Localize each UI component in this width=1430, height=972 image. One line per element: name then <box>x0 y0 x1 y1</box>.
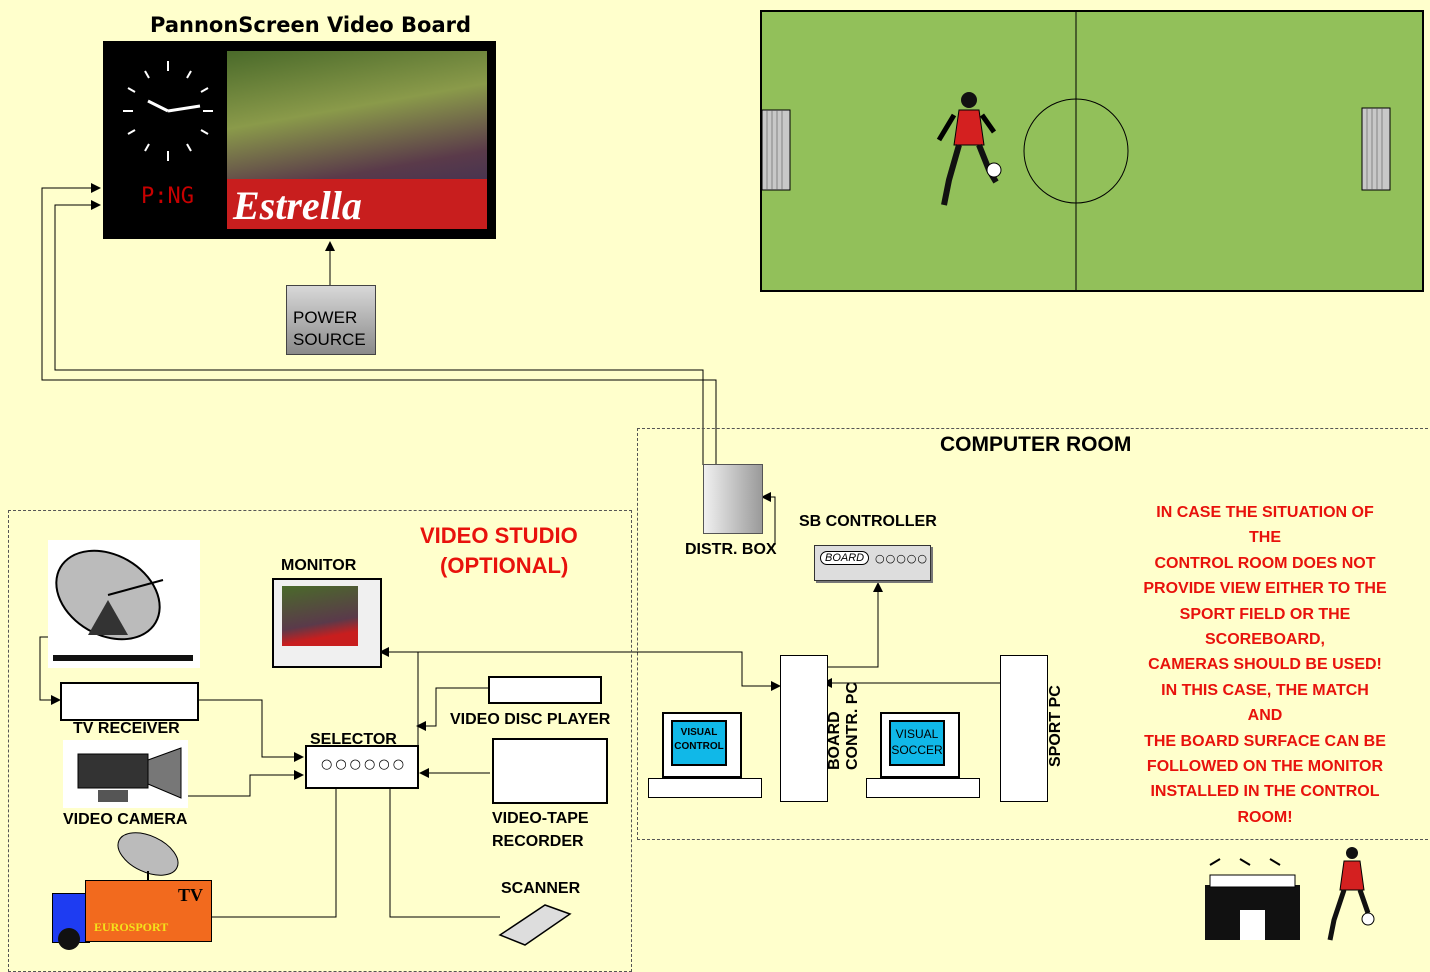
sb-controller-label: SB CONTROLLER <box>799 513 937 530</box>
monitor-label: MONITOR <box>281 557 357 574</box>
computer-room-region <box>637 428 1428 840</box>
distr-to-board-line-1 <box>54 200 704 465</box>
board-digits: P:NG <box>141 184 194 209</box>
notice-line: CONTROL ROOM DOES NOT <box>1154 554 1376 572</box>
visual-control-monitor: VISUAL CONTROL <box>662 712 742 778</box>
tv-receiver <box>60 682 199 721</box>
video-camera-icon <box>63 740 188 808</box>
video-disc-player <box>488 676 602 704</box>
selector-to-board-pc-line <box>418 651 781 691</box>
scanner-to-selector-line <box>389 787 500 918</box>
distribution-box <box>703 464 763 534</box>
board-title: PannonScreen Video Board <box>150 13 472 37</box>
computer-room-label: COMPUTER ROOM <box>940 433 1132 456</box>
sb-controller: BOARD ○○○○○ <box>814 545 931 581</box>
board-pc-label: BOARD CONTR. PC <box>826 682 861 770</box>
tv-receiver-label: TV RECEIVER <box>73 720 180 737</box>
sb-to-distr-line <box>761 492 776 545</box>
video-studio-label: VIDEO STUDIO <box>420 523 578 548</box>
notice-line: IN THIS CASE, THE MATCH <box>1161 681 1369 699</box>
studio-monitor <box>272 578 382 668</box>
selector-label: SELECTOR <box>310 731 397 748</box>
soccer-field <box>760 10 1424 292</box>
selector: ○○○○○○ <box>305 745 419 789</box>
notice-line: SPORT FIELD OR THE <box>1179 605 1351 623</box>
truck-brand-label: EUROSPORT <box>94 920 169 934</box>
sport-pc-label: SPORT PC <box>1047 685 1064 767</box>
notice-line: INSTALLED IN THE CONTROL <box>1150 783 1380 801</box>
notice-line: PROVIDE VIEW EITHER TO THE <box>1143 580 1387 598</box>
stadium-icon <box>1205 858 1300 940</box>
truck-dish-icon <box>117 832 179 884</box>
visual-control-screen: VISUAL CONTROL <box>671 720 727 766</box>
keyboard-1 <box>648 778 762 798</box>
notice-line: AND <box>1247 707 1283 725</box>
power-source: POWER SOURCE <box>286 285 376 355</box>
distr-to-board-line-2 <box>41 183 717 465</box>
notice-line: ROOM! <box>1237 808 1293 826</box>
distr-box-label: DISTR. BOX <box>685 541 777 558</box>
keyboard-2 <box>866 778 980 798</box>
notice-line: CAMERAS SHOULD BE USED! <box>1148 656 1382 674</box>
studio-monitor-screen <box>282 586 358 646</box>
camera-to-selector-line <box>150 770 304 797</box>
board-pc-tower <box>780 655 828 802</box>
notice-line: SCOREBOARD, <box>1204 631 1325 649</box>
truck-tv-label: TV <box>177 885 203 905</box>
notice-line: THE BOARD SURFACE CAN BE <box>1144 732 1386 750</box>
vtr-label-2: RECORDER <box>492 833 584 850</box>
video-image: Estrella <box>227 51 487 229</box>
video-board: P:NG Estrella <box>103 41 496 239</box>
soccer-player-small-icon <box>1327 847 1375 941</box>
board-ad-text: Estrella <box>233 183 362 228</box>
satellite-dish-icon <box>48 540 200 668</box>
sb-controller-tag: BOARD <box>820 551 870 565</box>
eurosport-truck: TV EUROSPORT <box>85 880 212 942</box>
truck-wheel <box>58 928 80 950</box>
soccer-player-icon <box>936 92 1002 206</box>
visual-soccer-screen: VISUAL SOCCER <box>889 720 945 766</box>
truck-to-selector-line <box>210 787 337 918</box>
clock-icon <box>123 61 213 161</box>
field-markings <box>762 12 1391 290</box>
video-camera-label: VIDEO CAMERA <box>63 811 188 828</box>
disc-to-selector-line <box>416 687 488 731</box>
video-tape-recorder <box>492 738 608 804</box>
visual-soccer-monitor: VISUAL SOCCER <box>880 712 960 778</box>
scanner-label: SCANNER <box>501 880 581 897</box>
video-disc-player-label: VIDEO DISC PLAYER <box>450 711 611 728</box>
scanner-icon <box>498 904 572 946</box>
notice-line: THE <box>1249 529 1281 547</box>
video-studio-optional-label: (OPTIONAL) <box>440 553 569 578</box>
notice-line: FOLLOWED ON THE MONITOR <box>1146 758 1384 776</box>
pc-to-sb-line <box>825 582 883 668</box>
vtr-label: VIDEO-TAPE <box>492 810 589 827</box>
receiver-to-selector-line <box>196 699 304 762</box>
notice-text: IN CASE THE SITUATION OF THE CONTROL ROOM … <box>1105 500 1425 830</box>
notice-line: IN CASE THE SITUATION OF <box>1156 504 1374 521</box>
sport-pc-tower <box>1000 655 1048 802</box>
